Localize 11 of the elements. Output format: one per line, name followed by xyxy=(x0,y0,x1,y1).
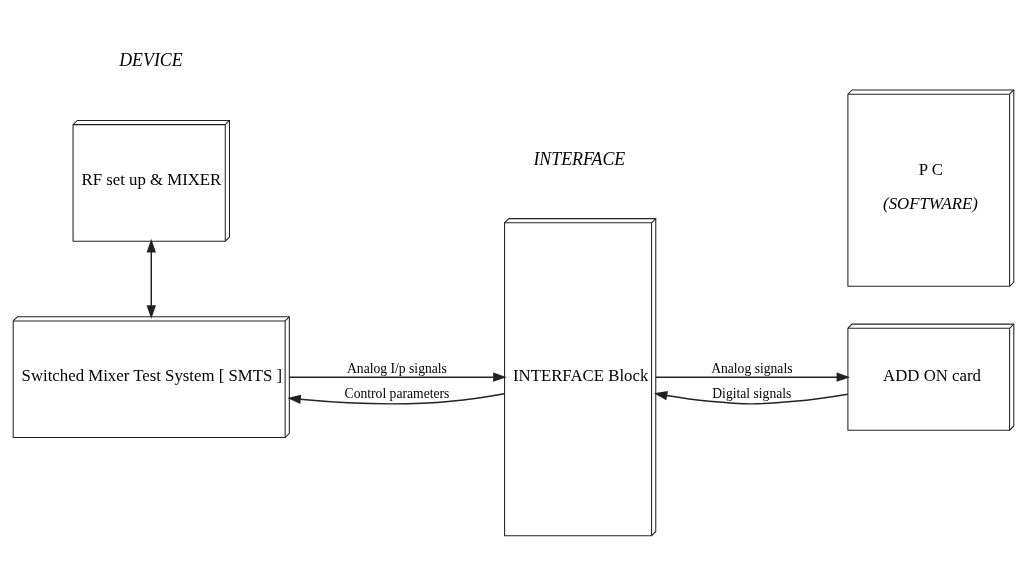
arrow xyxy=(146,239,156,319)
arrow xyxy=(286,392,505,405)
edge-label: Analog signals xyxy=(710,361,793,377)
arrow xyxy=(654,372,850,382)
edge-label: Control parameters xyxy=(344,385,449,401)
arrow xyxy=(653,391,848,405)
edge-label: Digital signals xyxy=(711,385,791,401)
edge-label: Analog I/p signals xyxy=(346,361,447,377)
label: DEVICE xyxy=(118,50,183,71)
label: INTERFACE xyxy=(532,149,625,170)
arrow xyxy=(288,372,507,382)
